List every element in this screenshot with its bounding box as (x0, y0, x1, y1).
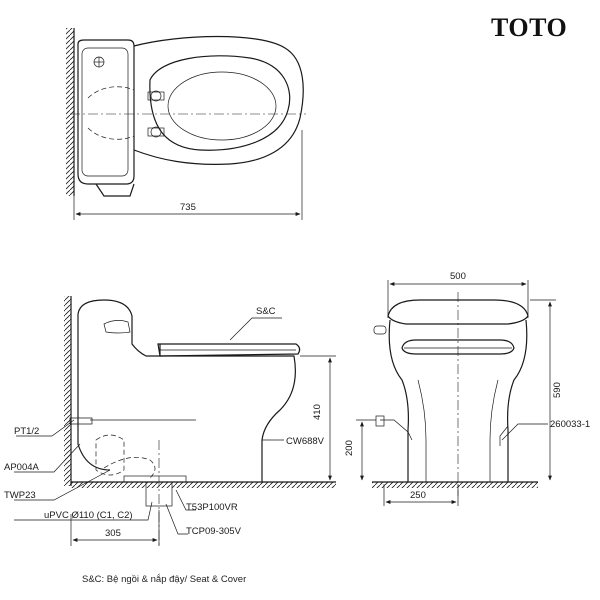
label-twp: TWP23 (4, 490, 36, 501)
side-tank (77, 299, 161, 357)
front-seat (401, 339, 515, 355)
brand-logo: TOTO (491, 13, 567, 42)
front-view: 500 590 200 250 260033-1 (344, 271, 590, 506)
wall-hatch-side (64, 296, 71, 486)
label-ap: AP004A (4, 462, 40, 473)
tank-outline (77, 39, 135, 185)
dim-front-height: 590 (552, 382, 563, 398)
seat-cover-side (157, 343, 301, 357)
dim-rough-in: 305 (105, 528, 121, 539)
inlet-valve (69, 417, 93, 425)
inlet-hose (380, 419, 413, 441)
flush-lever-front (373, 325, 387, 335)
hinge-bottom (147, 126, 165, 138)
dim-side-inlet: 200 (344, 440, 355, 456)
side-body (77, 314, 296, 482)
dim-side-height: 410 (312, 404, 323, 420)
wall-hatch (66, 28, 74, 196)
top-view: 735 (66, 28, 306, 220)
label-hose: 260033-1 (550, 419, 590, 430)
label-t53: T53P100VR (186, 502, 238, 513)
hinge-top (147, 90, 165, 102)
label-body: CW688V (286, 436, 325, 447)
bowl-opening (167, 71, 277, 141)
flush-lever-icon (103, 320, 131, 334)
inlet-valve-front (375, 415, 385, 427)
label-upvc: uPVC Ø110 (C1, C2) (44, 510, 133, 521)
dim-front-width: 500 (450, 271, 466, 282)
dim-top-length: 735 (180, 202, 196, 213)
floor-hatch-front (372, 482, 538, 488)
front-body (388, 319, 528, 482)
footnote: S&C: Bệ ngồi & nắp đậy/ Seat & Cover (82, 574, 246, 585)
dim-front-inlet: 250 (410, 490, 426, 501)
seat-outline (149, 55, 291, 151)
label-seat-cover: S&C (256, 306, 276, 317)
label-pt: PT1/2 (14, 426, 39, 437)
floor-flange (123, 475, 187, 483)
floor-hatch (71, 482, 336, 488)
side-view: 410 305 S&C CW688V PT1/2 AP004A TWP23 uP… (4, 296, 336, 548)
label-tcp: TCP09-305V (186, 526, 242, 537)
